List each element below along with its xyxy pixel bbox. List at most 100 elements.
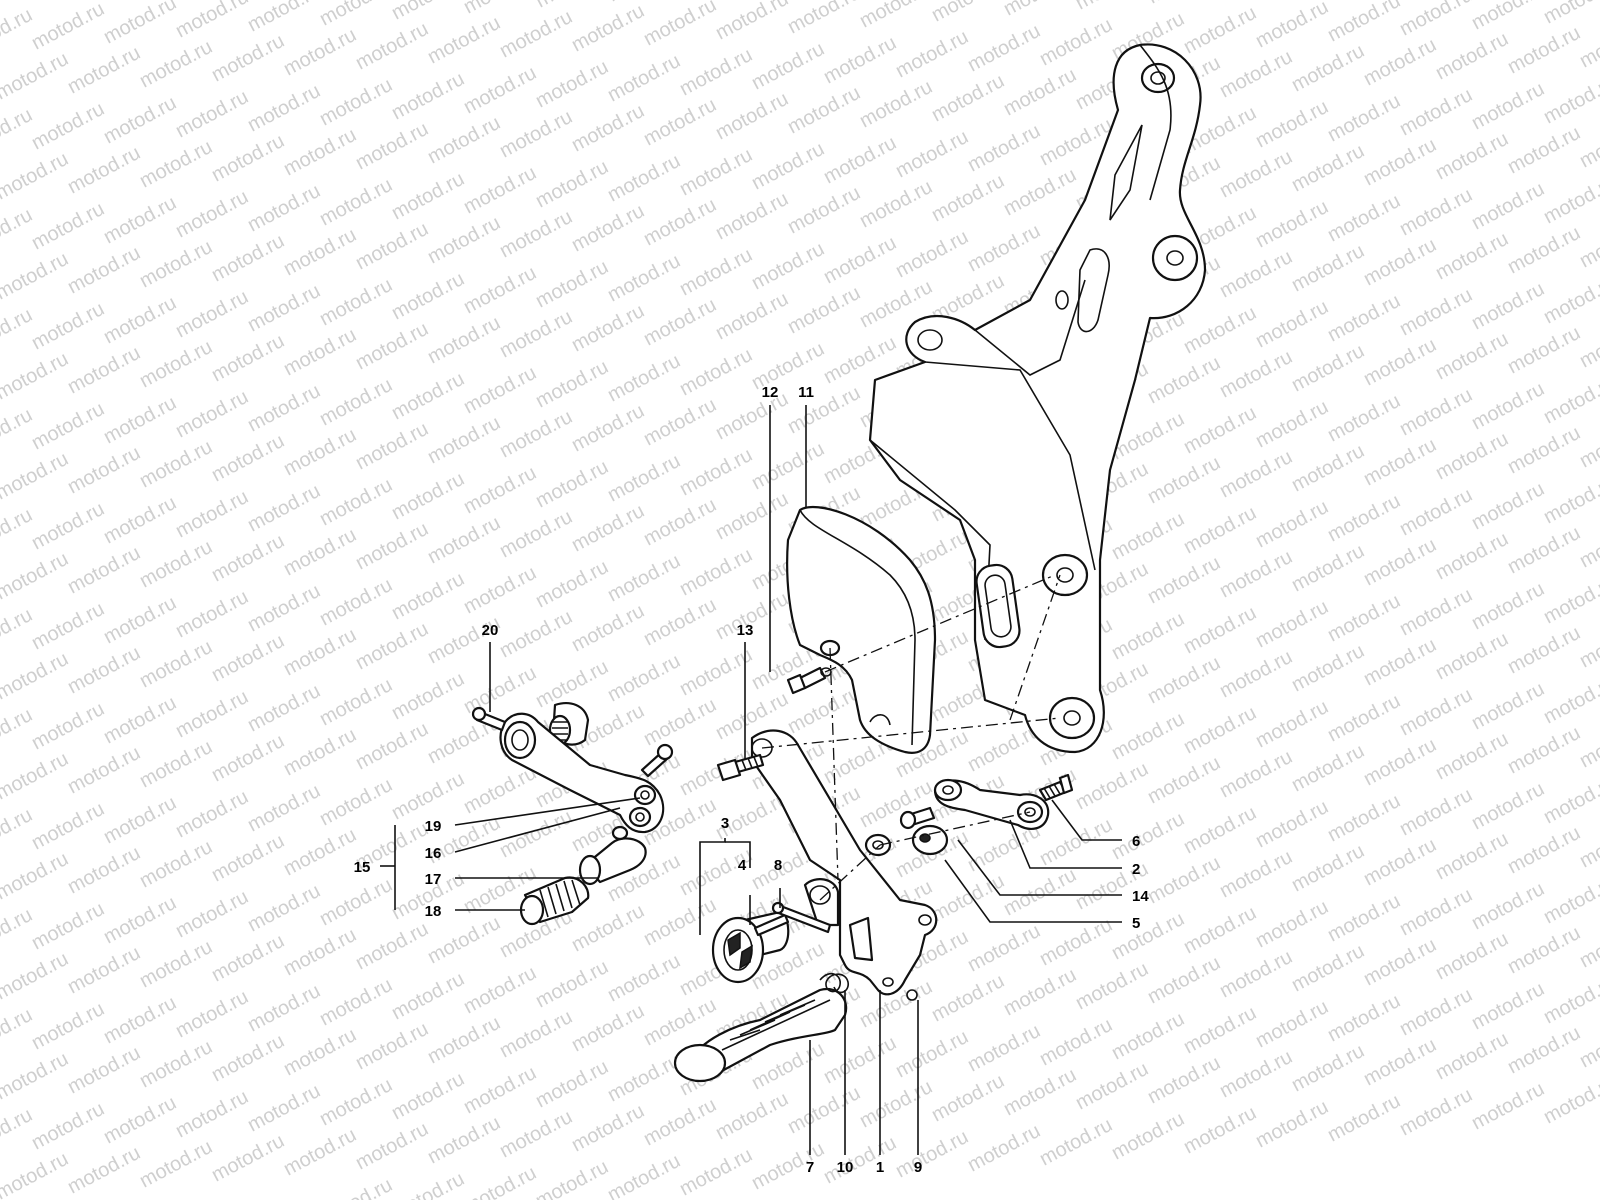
watermark-text: motod.ru [64,542,144,598]
watermark-text: motod.ru [532,456,612,512]
watermark-text: motod.ru [676,544,756,600]
watermark-text: motod.ru [316,574,396,630]
watermark-text: motod.ru [172,86,252,142]
watermark-text: motod.ru [244,980,324,1036]
watermark-text: motod.ru [100,92,180,148]
watermark-text: motod.ru [1360,534,1440,590]
watermark-text: motod.ru [388,668,468,724]
watermark-text: motod.ru [244,180,324,236]
watermark-text: motod.ru [1288,640,1368,696]
shift-peg-17 [578,825,647,886]
watermark-text: motod.ru [604,450,684,506]
watermark-text: motod.ru [1324,290,1404,346]
watermark-text: motod.ru [388,368,468,424]
watermark-text: motod.ru [100,592,180,648]
watermark-text: motod.ru [1432,928,1512,984]
watermark-text: motod.ru [280,324,360,380]
watermark-text: motod.ru [1396,984,1476,1040]
watermark-text: motod.ru [1180,702,1260,758]
watermark-text: motod.ru [244,380,324,436]
watermark-text: motod.ru [496,306,576,362]
watermark-text: motod.ru [352,518,432,574]
watermark-text: motod.ru [784,282,864,338]
watermark-text: motod.ru [928,70,1008,126]
watermark-text: motod.ru [28,698,108,754]
watermark-text: motod.ru [1540,272,1600,328]
watermark-text: motod.ru [352,18,432,74]
shift-bolt-16 [640,743,674,778]
watermark-text: motod.ru [1072,1058,1152,1114]
watermark-text: motod.ru [460,62,540,118]
watermark-text: motod.ru [1180,902,1260,958]
callout-19: 19 [425,818,442,835]
shift-lever [499,712,665,834]
watermark-text: motod.ru [1396,1084,1476,1140]
watermark-text: motod.ru [892,26,972,82]
watermark-text: motod.ru [100,392,180,448]
watermark-text: motod.ru [532,1056,612,1112]
watermark-text: motod.ru [892,226,972,282]
watermark-text: motod.ru [712,288,792,344]
watermark-text: motod.ru [28,0,108,54]
watermark-text: motod.ru [424,512,504,568]
watermark-text: motod.ru [208,830,288,886]
watermark-text: motod.ru [676,244,756,300]
watermark-text: motod.ru [0,48,72,104]
heel-guard-plate [786,506,937,754]
watermark-text: motod.ru [64,1042,144,1098]
watermark-text: motod.ru [1504,622,1584,678]
watermark-text: motod.ru [388,568,468,624]
watermark-text: motod.ru [28,498,108,554]
watermark-text: motod.ru [0,404,36,460]
watermark-text: motod.ru [1468,778,1548,834]
bolt-13 [716,753,765,782]
watermark-text: motod.ru [1396,384,1476,440]
watermark-text: motod.ru [1396,884,1476,940]
watermark-text: motod.ru [388,168,468,224]
stud-bolt-6 [1038,773,1074,802]
watermark-text: motod.ru [208,530,288,586]
watermark-text: motod.ru [244,680,324,736]
watermark-text: motod.ru [1432,528,1512,584]
watermark-text: motod.ru [0,348,72,404]
spring [819,972,849,994]
watermark-text: motod.ru [640,1094,720,1150]
watermark-text: motod.ru [640,594,720,650]
watermark-text: motod.ru [136,336,216,392]
watermark-text: motod.ru [1216,546,1296,602]
watermark-text: motod.ru [1108,1108,1188,1164]
watermark-text: motod.ru [28,298,108,354]
watermark-text: motod.ru [424,212,504,268]
watermark-text: motod.ru [784,82,864,138]
callout-15: 15 [354,859,371,876]
watermark-text: motod.ru [1180,1102,1260,1158]
watermark-text: motod.ru [172,986,252,1042]
watermark-text: motod.ru [244,580,324,636]
watermark-text: motod.ru [100,292,180,348]
watermark-text: motod.ru [1396,584,1476,640]
watermark-text: motod.ru [28,798,108,854]
watermark-text: motod.ru [1504,922,1584,978]
watermark-text: motod.ru [424,1012,504,1068]
watermark-text: motod.ru [1360,34,1440,90]
watermark-text: motod.ru [64,942,144,998]
watermark-text: motod.ru [64,342,144,398]
watermark-text: motod.ru [676,1144,756,1200]
watermark-text: motod.ru [0,648,72,704]
watermark-text: motod.ru [1468,0,1548,34]
watermark-text: motod.ru [712,388,792,444]
watermark-text: motod.ru [172,786,252,842]
watermark-text: motod.ru [244,1080,324,1136]
watermark-text: motod.ru [136,936,216,992]
watermark-text: motod.ru [208,1130,288,1186]
watermark-text: motod.ru [280,1124,360,1180]
watermark-text: motod.ru [1216,1046,1296,1102]
watermark-text: motod.ru [496,606,576,662]
watermark-text: motod.ru [640,94,720,150]
watermark-text: motod.ru [532,1156,612,1200]
watermark-text: motod.ru [424,412,504,468]
watermark-text: motod.ru [1432,128,1512,184]
watermark-text: motod.ru [1144,652,1224,708]
watermark-text: motod.ru [1576,916,1600,972]
watermark-text: motod.ru [460,762,540,818]
